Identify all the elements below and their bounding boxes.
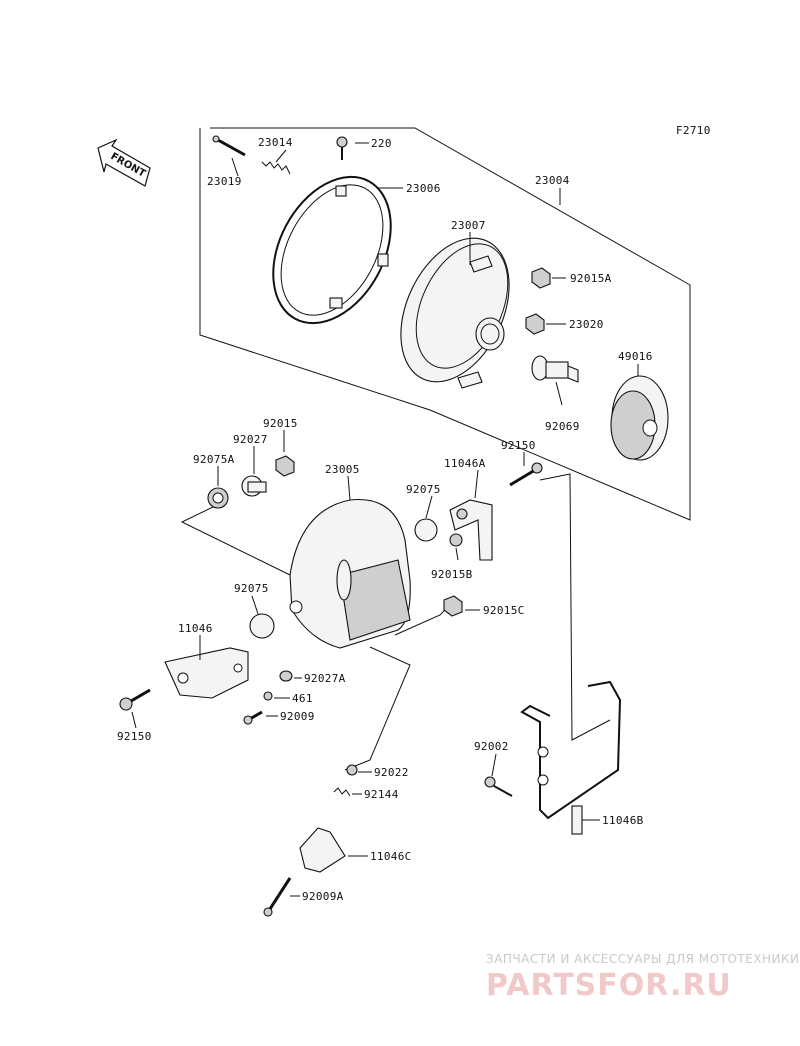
label-23005: 23005 [325, 463, 360, 476]
leader-lines [131, 142, 639, 897]
spring-23014 [261, 161, 291, 175]
bracket-11046A [449, 499, 493, 561]
bracket-11046B [520, 680, 622, 835]
label-92002: 92002 [474, 740, 509, 753]
label-92009A: 92009A [302, 890, 344, 903]
label-11046A: 11046A [444, 457, 486, 470]
nut-92015C [443, 595, 463, 617]
rim-ring-23006 [272, 175, 392, 325]
label-220: 220 [371, 137, 392, 150]
label-11046C: 11046C [370, 850, 412, 863]
label-461: 461 [292, 692, 313, 705]
label-92144: 92144 [364, 788, 399, 801]
label-23020: 23020 [569, 318, 604, 331]
housing-23005 [289, 498, 411, 649]
nut-92015B [449, 533, 463, 547]
group-frame-23004 [199, 127, 691, 521]
label-11046B: 11046B [602, 814, 644, 827]
label-92075-upper: 92075 [406, 483, 441, 496]
label-92069: 92069 [545, 420, 580, 433]
screw-92009A [263, 877, 292, 917]
screw-92027A [279, 670, 293, 682]
screw-220 [336, 136, 348, 160]
label-92150-upper: 92150 [501, 439, 536, 452]
nut-92015A [531, 267, 551, 289]
dust-boot-49016 [610, 375, 669, 461]
label-23006: 23006 [406, 182, 441, 195]
bracket-11046 [164, 647, 249, 699]
grommet-92075-upper [414, 518, 438, 542]
label-92075-lower: 92075 [234, 582, 269, 595]
label-92075A: 92075A [193, 453, 235, 466]
watermark-tagline: ЗАПЧАСТИ И АКСЕССУАРЫ ДЛЯ МОТОТЕХНИКИ [486, 952, 800, 966]
label-11046: 11046 [178, 622, 213, 635]
label-23007: 23007 [451, 219, 486, 232]
bolt-92150-upper [509, 462, 543, 487]
grommet-92075-lower [249, 613, 275, 639]
nut-92022 [346, 764, 358, 776]
leader-housing-left [180, 505, 291, 576]
label-49016: 49016 [618, 350, 653, 363]
screw-23019 [212, 135, 246, 157]
nut-92015 [275, 455, 295, 477]
label-92015B: 92015B [431, 568, 473, 581]
front-arrow-icon: FRONT [97, 138, 151, 187]
label-23014: 23014 [258, 136, 293, 149]
grommet-92075A [207, 487, 229, 509]
figure-code: F2710 [676, 124, 711, 137]
bolt-92150-lower [119, 688, 151, 711]
label-92009: 92009 [280, 710, 315, 723]
label-92015C: 92015C [483, 604, 525, 617]
washer-461 [263, 691, 273, 701]
leader-housing-right [344, 646, 411, 771]
watermark-brand: PARTSFOR.RU [486, 968, 732, 1003]
collar-92027 [241, 475, 267, 497]
label-23004: 23004 [535, 174, 570, 187]
label-92022: 92022 [374, 766, 409, 779]
headlight-unit-23007 [400, 237, 510, 389]
bulb-92069 [531, 355, 579, 383]
label-92150-lower: 92150 [117, 730, 152, 743]
label-23019: 23019 [207, 175, 242, 188]
leader-11046B-frame [539, 473, 611, 741]
screw-92009 [243, 710, 263, 725]
label-92027: 92027 [233, 433, 268, 446]
label-92015A: 92015A [570, 272, 612, 285]
nut-23020 [525, 313, 545, 335]
label-92027A: 92027A [304, 672, 346, 685]
spring-92144 [333, 787, 351, 797]
bracket-11046C [299, 827, 346, 873]
bolt-92002 [484, 776, 513, 797]
label-92015: 92015 [263, 417, 298, 430]
